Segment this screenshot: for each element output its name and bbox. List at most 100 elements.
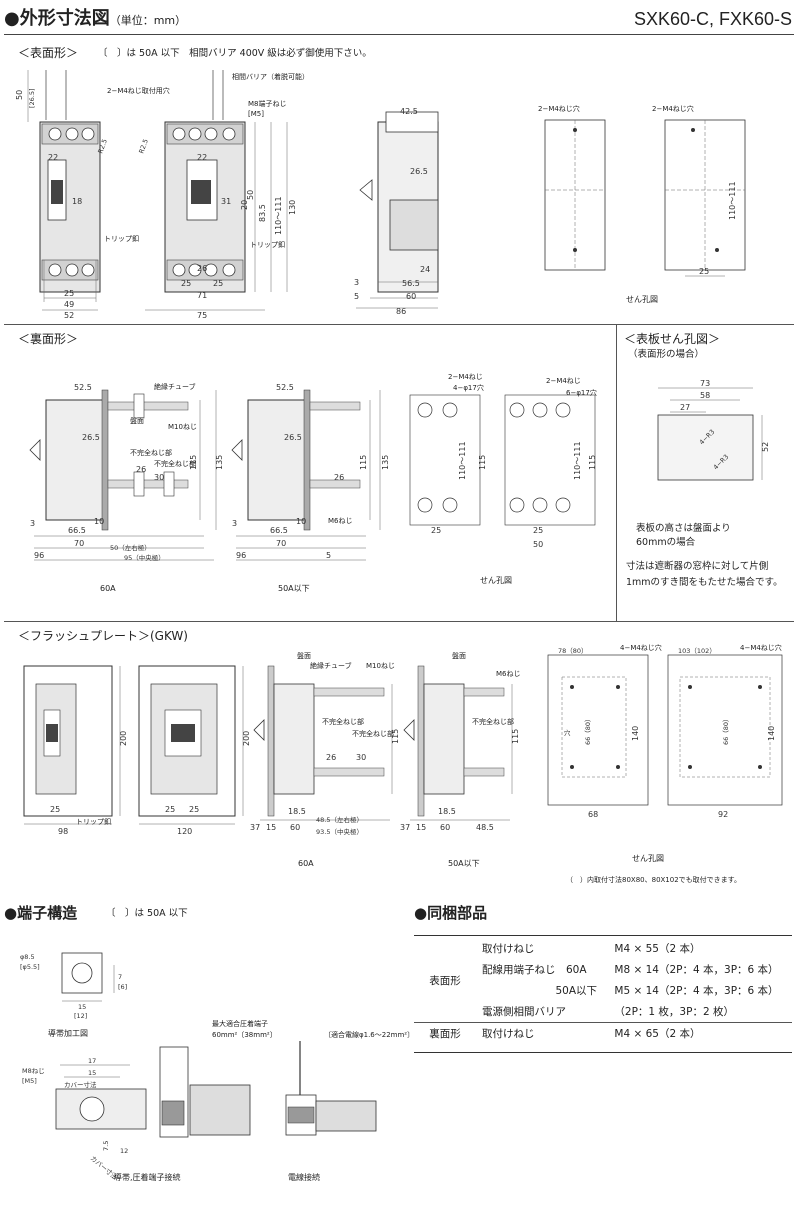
flush-board: 盤面 [297, 652, 311, 660]
dim-52-5-50a: 52.5 [276, 383, 294, 392]
parts-row: 裏面形 取付けねじ M4 × 65（2 本） [414, 1022, 792, 1045]
dim-18-5: 18.5 [288, 807, 306, 816]
page-title: ●外形寸法図（単位：mm） [4, 10, 186, 28]
dim-56-5: 56.5 [402, 279, 420, 288]
dim-60-fl: 60 [290, 823, 300, 832]
dim-49: 49 [64, 300, 74, 309]
flush-trip: トリップ釦 [76, 818, 111, 826]
dim-52: 52 [64, 311, 74, 320]
dim-66-5-back: 66.5 [68, 526, 86, 535]
back-50a-drawing: 52.5 26.5 115 135 26 3 10 66.5 70 96 5 [231, 383, 390, 561]
front-side-drawing: 42.5 26.5 24 3 56.5 5 60 86 [354, 107, 439, 316]
flush-50a-side: 115 18.5 37 15 60 48.5 [400, 665, 520, 832]
flush-unsafe1: 不完全ねじ部 [322, 718, 364, 726]
flush-note: （ ）内取付寸法80X80、80X102でも取付できます。 [566, 876, 741, 884]
dim-115-bd: 115 [478, 455, 487, 470]
hole1-label: 2−M4ねじ [448, 373, 483, 381]
dim-22: 22 [48, 153, 58, 162]
m5-label: [M5] [248, 110, 264, 118]
flush-3p-drawing: 200 25 25 120 [138, 665, 251, 836]
t-d6: [6] [118, 983, 127, 991]
dim-27: 27 [680, 403, 690, 412]
front-title: ＜表面形＞ [18, 46, 79, 60]
dim-60: 60 [406, 292, 416, 301]
dim-66: 66（80） [584, 715, 592, 745]
dim-26-3p: 26 [197, 264, 207, 273]
front-3p-drawing: R2.5 22 31 20 50 83.5 110〜111 130 26 25 … [137, 70, 297, 320]
unsafe1-label: 不完全ねじ部 [130, 449, 172, 457]
back-top-rule [4, 324, 794, 325]
dim-48-5b: 48.5 [476, 823, 494, 832]
terminal-max: 最大適合圧着端子 [212, 1020, 268, 1028]
dim-83-5: 83.5 [258, 204, 267, 222]
terminal-max-drawing [159, 1046, 251, 1138]
dim-37: 37 [250, 823, 260, 832]
hole4-label: 6−φ17穴 [566, 389, 597, 397]
dim-26-5-back: 26.5 [82, 433, 100, 442]
dim-31: 31 [221, 197, 231, 206]
terminal-title: ●端子構造 [4, 904, 78, 922]
dim-93-5: 93.5（中央極） [316, 827, 363, 836]
dim-70-back: 70 [74, 539, 84, 548]
parts-item: 取付けねじ [482, 943, 535, 955]
barrier-label: 相間バリア（着脱可能） [232, 73, 309, 81]
parts-spec: M4 × 55（2 本） [614, 943, 701, 955]
dim-15b: 15 [416, 823, 426, 832]
dim-25-fl: 25 [50, 805, 60, 814]
m8-label: M8端子ねじ [248, 100, 287, 108]
dim-140: 140 [631, 726, 640, 741]
dim-22-3p: 22 [197, 153, 207, 162]
terminal-max2: 60mm²〔38mm²〕 [212, 1031, 277, 1039]
dim-26-fl: 26 [326, 753, 336, 762]
t-d15b: 15 [88, 1069, 96, 1077]
dim-52-5: 52.5 [74, 383, 92, 392]
dim-24: 24 [420, 265, 430, 274]
dim-115-back: 115 [189, 455, 198, 470]
dim-26-5: [26.5] [28, 88, 36, 108]
flush-board2: 盤面 [452, 652, 466, 660]
board-label: 盤面 [130, 417, 144, 425]
dim-25-drill: 25 [699, 267, 709, 276]
dim-115-fl: 115 [391, 729, 400, 744]
dim-115-fl2: 115 [511, 729, 520, 744]
parts-spec: （2P：1 枚，3P：2 枚） [614, 1006, 734, 1018]
mount-screw-label: 2−M4ねじ取付用穴 [107, 87, 170, 95]
tube-label: 絶縁チューブ [154, 383, 196, 391]
hole-b-label: 2−M4ねじ穴 [652, 105, 694, 113]
dim-37b: 37 [400, 823, 410, 832]
dim-10-50a: 10 [296, 517, 306, 526]
dim-70-50a: 70 [276, 539, 286, 548]
dim-135-back: 135 [215, 455, 224, 470]
parts-bottom-rule [414, 1052, 792, 1053]
panel-note2: 60mmの場合 [636, 537, 696, 548]
dim-25-bd2: 25 [533, 526, 543, 535]
dim-115-50a: 115 [359, 455, 368, 470]
parts-item: 配線用端子ねじ 60A [482, 964, 587, 976]
dim-75: 75 [197, 311, 207, 320]
dim-25-3p: 25 [181, 279, 191, 288]
terminal-proc-drawing: φ8.5 [φ5.5] 15 [12] 7 [6] [20, 952, 127, 1020]
hole-a-label: 2−M4ねじ穴 [538, 105, 580, 113]
dim-20: 20 [240, 200, 249, 210]
parts-row: 配線用端子ねじ 60A M8 × 14（2P：4 本，3P：6 本） [414, 959, 792, 980]
panel-hole-drawing: 73 58 27 52 4−R3 4−R3 [657, 379, 770, 481]
t-d7-5: 7.5 [102, 1141, 110, 1151]
unsafe2-label: 不完全ねじ部 [154, 460, 196, 468]
dim-110-bd: 110〜111 [458, 441, 467, 480]
dim-5: 5 [354, 292, 359, 301]
flush-m10: M10ねじ [366, 662, 395, 670]
flush-60a-side: 115 18.5 37 15 60 48.5（左右極） 93.5（中央極） 26… [250, 665, 400, 836]
parts-spec: M5 × 14（2P：4 本，3P：6 本） [614, 985, 779, 997]
dim-25b-3pf: 25 [189, 805, 199, 814]
dim-110: 110〜111 [274, 196, 283, 235]
t-cover: カバー寸法 [64, 1080, 97, 1089]
dim-25-3pf: 25 [165, 805, 175, 814]
parts-top-rule [414, 935, 792, 936]
back-title: ＜裏面形＞ [18, 332, 79, 346]
dim-120: 120 [177, 827, 192, 836]
t-m5: [M5] [22, 1077, 37, 1085]
dim-86: 86 [396, 307, 406, 316]
front-drill-drawing: 110〜111 25 [544, 119, 746, 277]
panel-note1: 表板の高さは盤面より [636, 523, 731, 534]
t-d12: [12] [74, 1012, 87, 1020]
